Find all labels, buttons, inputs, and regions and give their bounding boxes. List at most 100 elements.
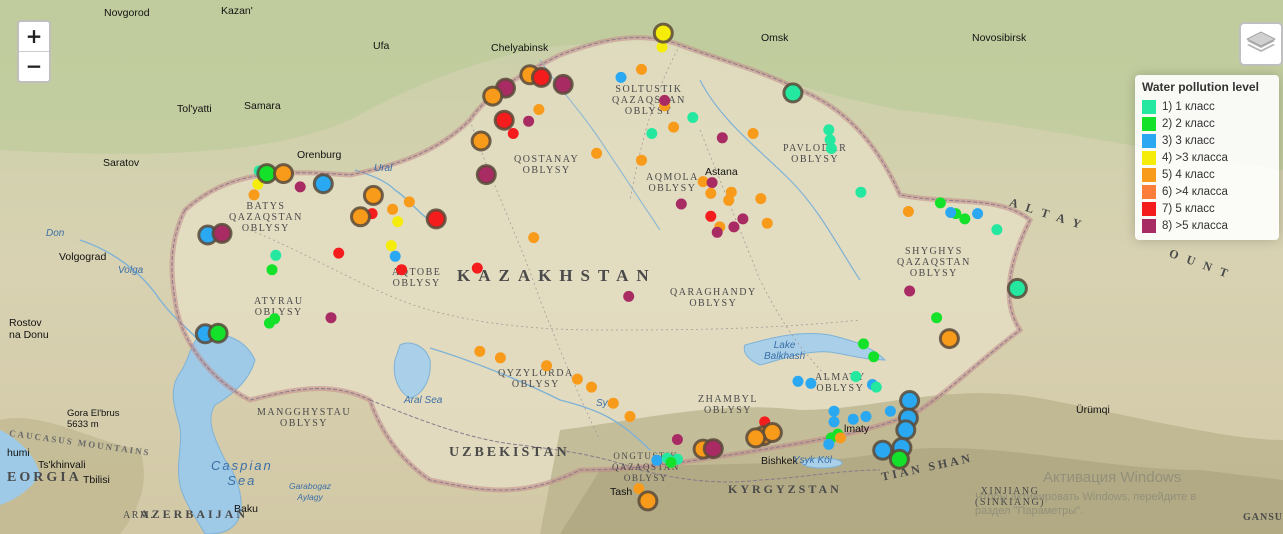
pollution-point[interactable] <box>884 405 896 417</box>
pollution-point[interactable] <box>737 213 749 225</box>
pollution-point[interactable] <box>868 351 880 363</box>
pollution-point[interactable] <box>474 345 486 357</box>
pollution-point[interactable] <box>571 373 583 385</box>
pollution-point[interactable] <box>403 196 415 208</box>
pollution-point[interactable] <box>552 73 574 95</box>
pollution-point[interactable] <box>902 206 914 217</box>
pollution-point[interactable] <box>792 375 804 387</box>
pollution-point[interactable] <box>847 413 859 425</box>
pollution-point[interactable] <box>211 222 233 244</box>
zoom-in-button[interactable]: + <box>25 24 43 48</box>
pollution-point[interactable] <box>872 439 894 461</box>
pollution-point[interactable] <box>507 128 519 139</box>
pollution-point[interactable] <box>471 262 483 274</box>
pollution-point[interactable] <box>728 221 740 233</box>
pollution-point[interactable] <box>470 130 492 152</box>
pollution-point[interactable] <box>615 71 627 83</box>
pollution-point[interactable] <box>528 232 540 244</box>
pollution-point[interactable] <box>711 226 723 238</box>
pollution-point[interactable] <box>333 247 345 259</box>
pollution-point[interactable] <box>671 434 683 445</box>
pollution-point[interactable] <box>325 312 337 324</box>
pollution-point[interactable] <box>607 397 619 409</box>
pollution-point[interactable] <box>392 216 404 228</box>
pollution-point[interactable] <box>248 189 260 201</box>
pollution-point[interactable] <box>723 194 735 206</box>
pollution-point[interactable] <box>945 207 957 218</box>
pollution-point[interactable] <box>888 448 910 470</box>
pollution-point[interactable] <box>659 94 671 106</box>
pollution-point[interactable] <box>687 112 699 123</box>
pollution-point[interactable] <box>824 134 836 146</box>
pollution-point[interactable] <box>755 193 767 205</box>
pollution-point[interactable] <box>931 312 943 324</box>
pollution-point[interactable] <box>828 405 840 417</box>
pollution-point[interactable] <box>1006 277 1028 299</box>
pollution-point[interactable] <box>385 240 397 252</box>
pollution-point[interactable] <box>899 390 921 411</box>
pollution-point[interactable] <box>494 352 506 364</box>
pollution-point[interactable] <box>972 208 984 220</box>
pollution-point[interactable] <box>633 483 645 495</box>
pollution-point[interactable] <box>904 285 916 297</box>
pollution-point[interactable] <box>782 82 804 104</box>
pollution-point[interactable] <box>312 173 334 195</box>
pollution-point[interactable] <box>656 41 668 53</box>
pollution-point[interactable] <box>934 197 946 209</box>
pollution-point[interactable] <box>623 290 635 302</box>
pollution-point[interactable] <box>533 104 545 115</box>
pollution-point[interactable] <box>705 187 717 199</box>
pollution-point[interactable] <box>591 147 603 159</box>
pollution-point[interactable] <box>834 432 846 444</box>
pollution-point[interactable] <box>745 427 767 449</box>
pollution-point[interactable] <box>895 419 917 441</box>
pollution-point[interactable] <box>294 181 306 193</box>
pollution-point[interactable] <box>266 264 278 276</box>
pollution-point[interactable] <box>624 411 636 422</box>
pollution-point[interactable] <box>523 115 535 127</box>
pollution-point[interactable] <box>425 208 447 230</box>
pollution-point[interactable] <box>493 109 515 131</box>
pollution-point[interactable] <box>675 198 687 210</box>
pollution-point[interactable] <box>823 438 835 450</box>
pollution-point[interactable] <box>706 177 718 189</box>
pollution-point[interactable] <box>705 210 717 222</box>
pollution-point[interactable] <box>389 250 401 262</box>
pollution-point[interactable] <box>541 360 553 372</box>
pollution-point[interactable] <box>530 66 552 88</box>
pollution-point[interactable] <box>270 249 282 261</box>
pollution-point[interactable] <box>263 317 275 329</box>
pollution-point[interactable] <box>668 121 680 133</box>
pollution-point[interactable] <box>646 128 658 139</box>
pollution-point[interactable] <box>586 381 597 393</box>
pollution-point[interactable] <box>747 128 759 139</box>
pollution-point[interactable] <box>665 456 677 468</box>
pollution-point[interactable] <box>362 184 384 206</box>
pollution-point[interactable] <box>350 206 371 228</box>
pollution-point[interactable] <box>273 163 294 185</box>
layers-button[interactable] <box>1239 22 1283 66</box>
pollution-point[interactable] <box>823 124 835 136</box>
pollution-point[interactable] <box>652 22 674 44</box>
pollution-point[interactable] <box>860 411 872 422</box>
pollution-point[interactable] <box>475 164 497 186</box>
pollution-point[interactable] <box>702 438 724 460</box>
pollution-point[interactable] <box>825 143 837 154</box>
pollution-point[interactable] <box>870 381 882 393</box>
pollution-point[interactable] <box>805 377 817 389</box>
zoom-out-button[interactable]: − <box>19 51 49 81</box>
pollution-point[interactable] <box>716 132 728 144</box>
pollution-point[interactable] <box>636 63 647 75</box>
pollution-point[interactable] <box>991 224 1003 236</box>
pollution-point[interactable] <box>938 328 960 350</box>
pollution-point[interactable] <box>396 264 408 276</box>
pollution-point[interactable] <box>959 213 971 225</box>
pollution-point[interactable] <box>761 217 773 229</box>
pollution-point[interactable] <box>637 490 659 512</box>
pollution-point[interactable] <box>636 154 647 166</box>
pollution-point[interactable] <box>855 186 867 198</box>
pollution-point[interactable] <box>387 203 399 215</box>
pollution-point[interactable] <box>482 85 504 107</box>
pollution-point[interactable] <box>850 371 862 382</box>
